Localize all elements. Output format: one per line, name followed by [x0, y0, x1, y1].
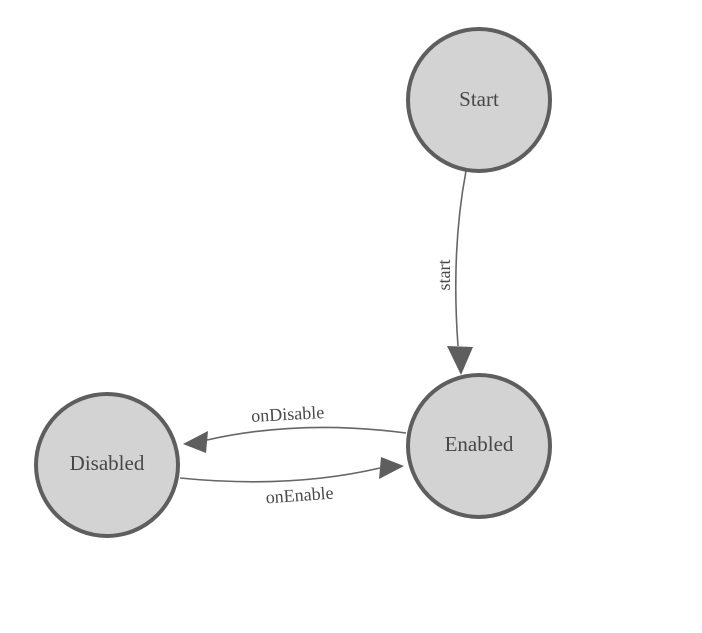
- edge-line-onenable: [179, 467, 381, 483]
- edge-enabled-to-disabled: onDisable: [183, 402, 407, 453]
- node-disabled-label: Disabled: [70, 451, 145, 475]
- node-enabled-label: Enabled: [445, 432, 514, 456]
- node-disabled: Disabled: [34, 392, 180, 538]
- edge-label-ondisable: onDisable: [251, 402, 325, 426]
- node-start: Start: [406, 27, 552, 173]
- arrowhead-enabled-to-disabled: [183, 431, 208, 453]
- node-enabled: Enabled: [406, 373, 552, 519]
- edge-label-onenable: onEnable: [265, 483, 334, 508]
- edge-start-to-enabled: start: [434, 170, 473, 375]
- node-start-label: Start: [459, 87, 499, 111]
- arrowhead-disabled-to-enabled: [379, 457, 404, 479]
- edge-disabled-to-enabled: onEnable: [179, 457, 404, 508]
- arrowhead-start-to-enabled: [447, 346, 473, 375]
- node-start-circle: [406, 27, 552, 173]
- edge-line-ondisable: [206, 426, 407, 441]
- edge-line-start: [454, 170, 467, 347]
- node-enabled-circle: [406, 373, 552, 519]
- node-disabled-circle: [34, 392, 180, 538]
- edge-label-start: start: [434, 260, 454, 291]
